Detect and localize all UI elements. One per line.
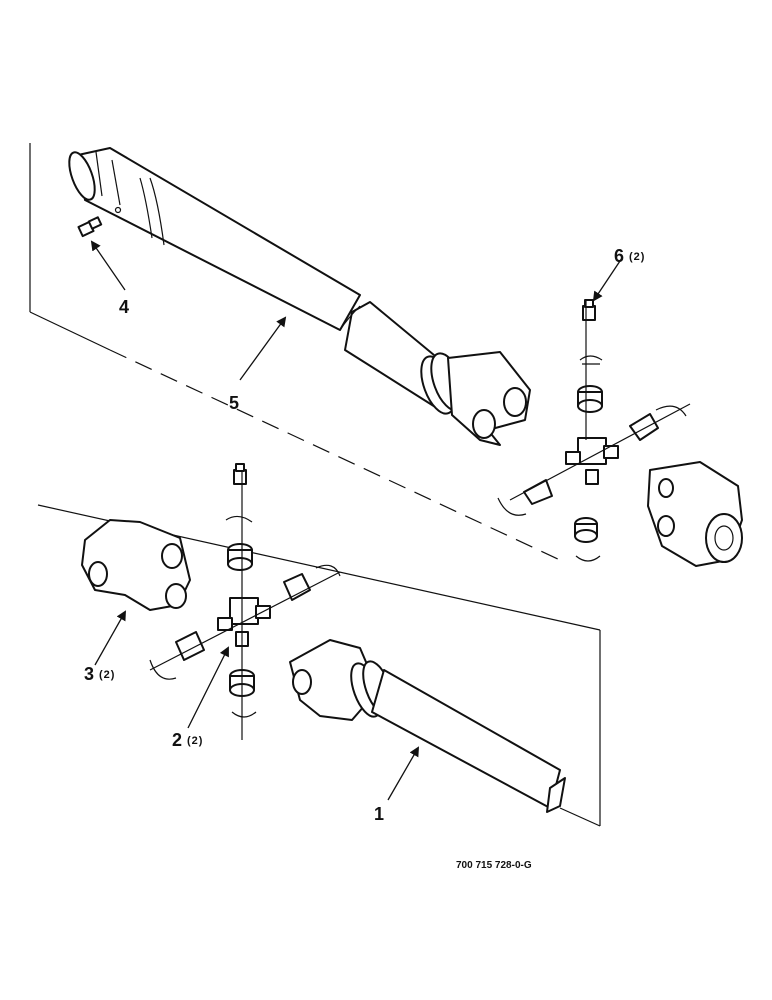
u-joint-upper xyxy=(497,299,691,562)
tube-yoke-upper xyxy=(420,351,531,446)
tube-upper-outer xyxy=(68,147,441,411)
callout-3: 3 (2) xyxy=(84,664,115,684)
callout-6: 6 (2) xyxy=(614,246,645,266)
callout-5: 5 xyxy=(229,393,239,413)
callout-2-quantity: (2) xyxy=(187,735,203,747)
callout-5-number: 5 xyxy=(229,393,239,413)
boundary-lines xyxy=(29,143,601,827)
callout-6-number: 6 xyxy=(614,246,624,266)
reference-number: 700 715 728-0-G xyxy=(456,860,532,871)
yoke-left xyxy=(81,519,191,611)
callout-2: 2 (2) xyxy=(172,730,203,750)
leader-arrows xyxy=(90,240,623,801)
callout-2-number: 2 xyxy=(172,730,182,750)
callout-4-number: 4 xyxy=(119,297,129,317)
callout-4: 4 xyxy=(119,297,129,317)
callout-3-quantity: (2) xyxy=(99,669,115,681)
u-joint-lower xyxy=(149,463,341,740)
tube-lower xyxy=(289,639,566,813)
callout-1: 1 xyxy=(374,804,384,824)
yoke-right xyxy=(647,461,743,567)
callout-3-number: 3 xyxy=(84,664,94,684)
callout-6-quantity: (2) xyxy=(629,251,645,263)
grease-fitting-4 xyxy=(77,206,122,238)
callout-1-number: 1 xyxy=(374,804,384,824)
